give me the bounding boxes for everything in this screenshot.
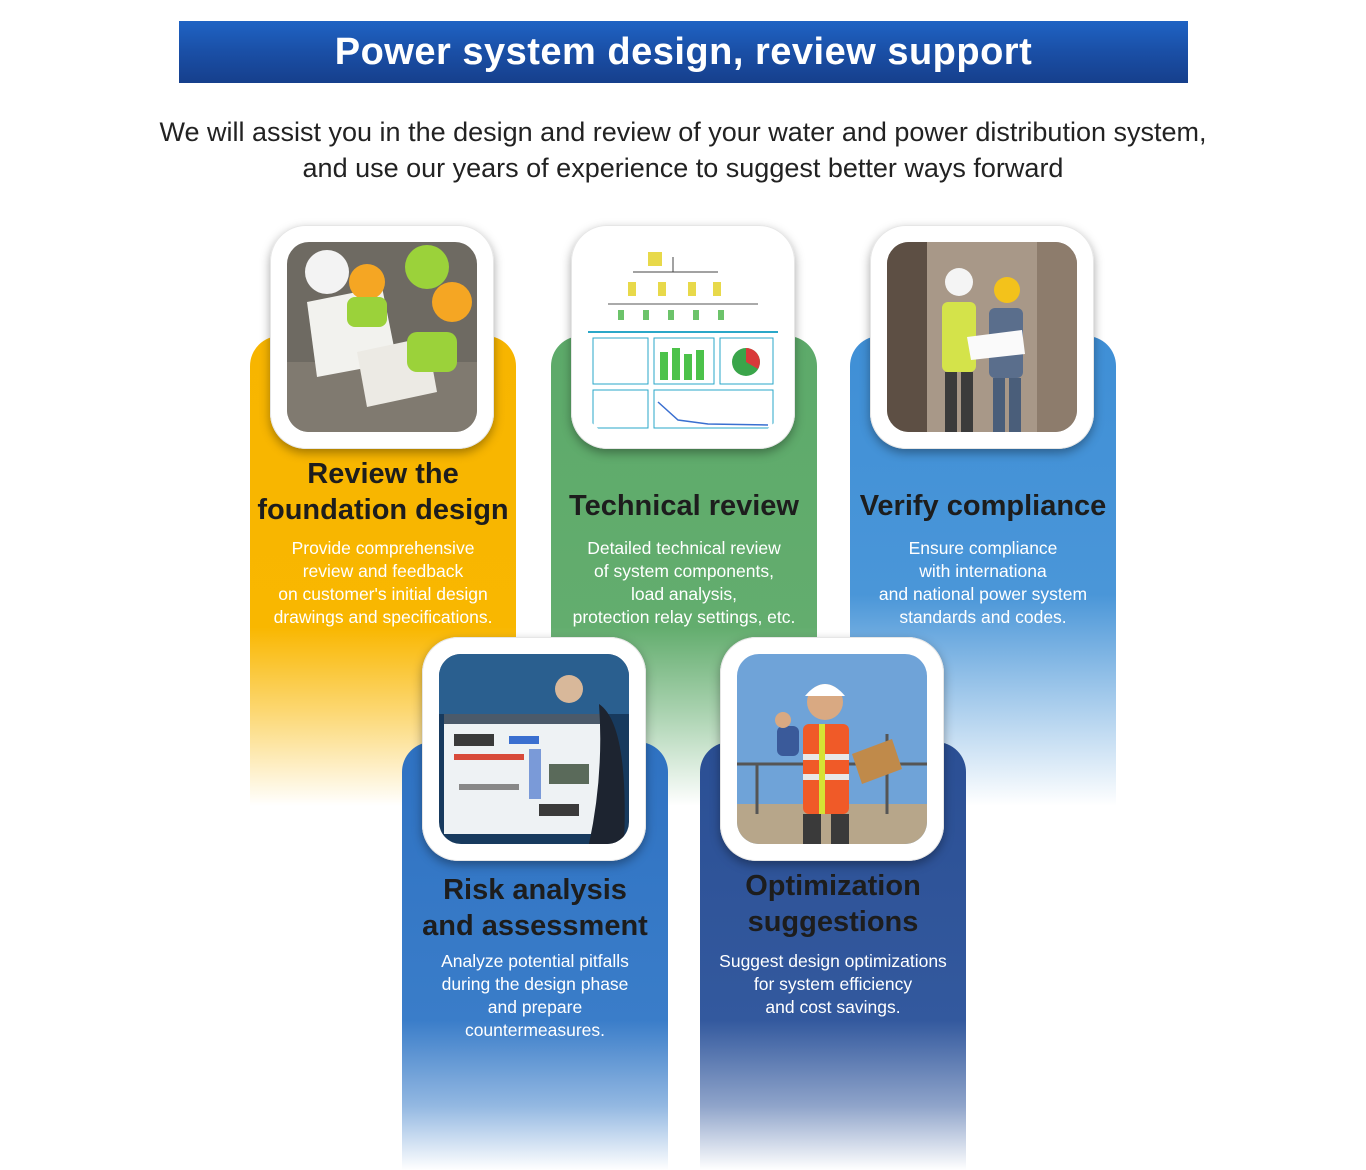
power-monitoring-dashboard-screenshot (588, 242, 778, 432)
service-title: Technical review (569, 490, 799, 522)
service-image-frame (422, 637, 646, 861)
control-room-monitor-photo (439, 654, 629, 844)
engineers-reviewing-plans-photo (287, 242, 477, 432)
service-description: Ensure compliance with internationa and … (878, 538, 1088, 627)
page-title: Power system design, review support (334, 30, 1033, 73)
engineers-checking-documents-photo (887, 242, 1077, 432)
service-title: Optimization suggestions (745, 870, 921, 938)
service-title: Risk analysis and assessment (422, 874, 648, 942)
intro-line-2: and use our years of experience to sugge… (302, 153, 1064, 183)
engineer-thumbs-up-photo (737, 654, 927, 844)
service-image-frame (571, 225, 795, 449)
intro-line-1: We will assist you in the design and rev… (159, 117, 1207, 147)
service-image-frame (870, 225, 1094, 449)
service-image-frame (270, 225, 494, 449)
service-description: Provide comprehensive review and feedbac… (273, 538, 493, 627)
service-description: Analyze potential pitfalls during the de… (441, 951, 629, 1040)
header-banner: Power system design, review support (179, 21, 1188, 83)
service-image-frame (720, 637, 944, 861)
service-title: Review the foundation design (257, 458, 509, 526)
service-description: Detailed technical review of system comp… (572, 538, 796, 627)
service-description: Suggest design optimizations for system … (719, 951, 947, 1017)
service-title: Verify compliance (859, 490, 1107, 522)
intro-text: We will assist you in the design and rev… (60, 114, 1306, 186)
